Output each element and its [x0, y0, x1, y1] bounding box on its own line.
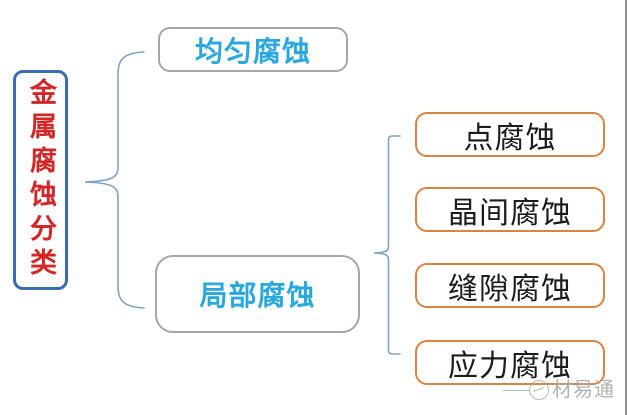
- watermark-logo-icon: [529, 380, 549, 400]
- watermark-text: 材易通: [552, 379, 615, 401]
- node-pitting-corrosion: 点腐蚀: [415, 112, 605, 157]
- right-brace: [373, 135, 401, 355]
- root-node-metal-corrosion: 金属腐蚀分类: [13, 70, 68, 290]
- node-stress-corrosion: 应力腐蚀: [415, 340, 605, 385]
- root-node-label: 金属腐蚀分类: [26, 78, 56, 282]
- right-edge-border: [625, 0, 627, 415]
- node-uniform-corrosion-label: 均匀腐蚀: [194, 36, 311, 68]
- node-pitting-corrosion-label: 点腐蚀: [463, 121, 557, 155]
- watermark: 材易通: [503, 377, 615, 403]
- node-intergranular-corrosion: 晶间腐蚀: [415, 187, 605, 232]
- node-uniform-corrosion: 均匀腐蚀: [158, 27, 348, 72]
- node-intergranular-corrosion-label: 晶间腐蚀: [448, 196, 572, 230]
- node-localized-corrosion: 局部腐蚀: [155, 255, 360, 333]
- node-stress-corrosion-label: 应力腐蚀: [448, 349, 572, 383]
- node-crevice-corrosion-label: 缝隙腐蚀: [448, 272, 572, 306]
- node-localized-corrosion-label: 局部腐蚀: [199, 281, 316, 312]
- left-brace: [84, 51, 145, 309]
- watermark-dash: [503, 389, 529, 391]
- node-crevice-corrosion: 缝隙腐蚀: [415, 263, 605, 308]
